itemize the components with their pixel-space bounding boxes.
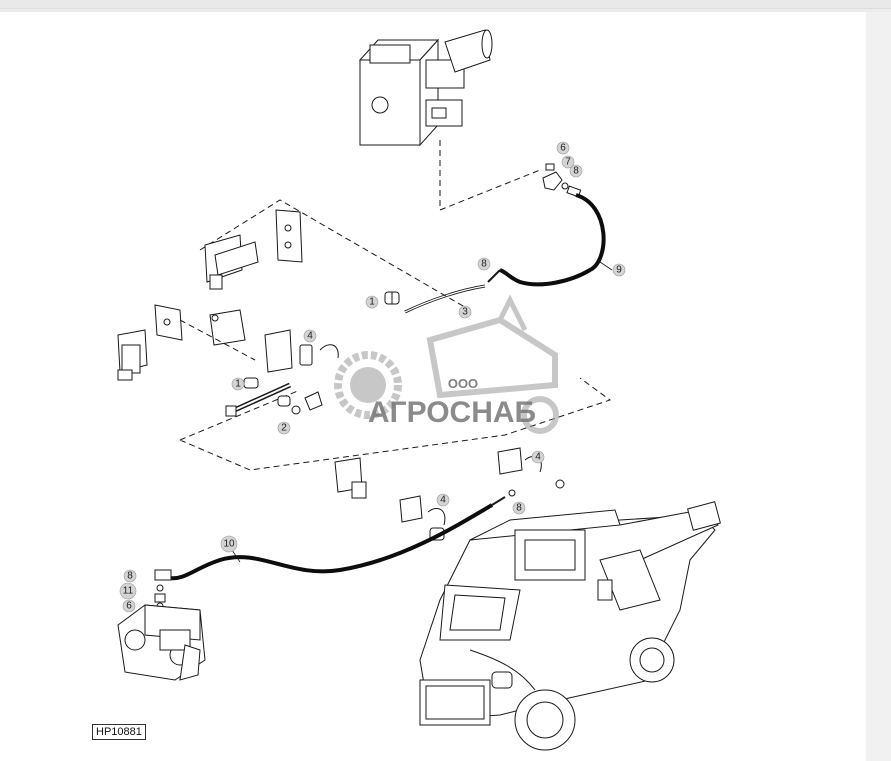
callout-8: 8 bbox=[569, 164, 583, 178]
dashed-outline-upper bbox=[199, 199, 471, 311]
pump-fitting bbox=[431, 107, 447, 119]
callout-bubble bbox=[220, 535, 238, 553]
callout-label: 1 bbox=[369, 297, 375, 308]
right-scroll-strip bbox=[866, 12, 891, 761]
callout-11: 11 bbox=[119, 582, 137, 600]
callout-8: 8 bbox=[123, 569, 137, 583]
callout-label: 4 bbox=[440, 495, 446, 506]
callout-bubble bbox=[512, 501, 526, 515]
reference-code-label: HP10881 bbox=[92, 724, 146, 740]
callout-bubble bbox=[365, 295, 379, 309]
watermark-small-text: ООО bbox=[448, 376, 478, 391]
callout-label: 2 bbox=[281, 423, 287, 434]
callout-10: 10 bbox=[220, 535, 238, 553]
callout-label: 8 bbox=[573, 166, 579, 177]
top-pump-assembly bbox=[358, 29, 493, 147]
callout-label: 8 bbox=[516, 503, 522, 514]
o-ring-8-upper bbox=[561, 182, 569, 190]
callout-label: 9 bbox=[616, 265, 622, 276]
callout-bubble bbox=[123, 569, 137, 583]
tube-3 bbox=[404, 284, 486, 314]
callout-label: 7 bbox=[565, 157, 571, 168]
leader-pump-to-hose bbox=[439, 140, 541, 211]
callout-label: 6 bbox=[560, 143, 566, 154]
callout-label: 4 bbox=[307, 331, 313, 342]
callout-bubble bbox=[231, 377, 245, 391]
callout-label: 6 bbox=[126, 601, 132, 612]
clamp-1-middle bbox=[243, 377, 259, 389]
callout-3: 3 bbox=[458, 305, 472, 319]
right-bracket-cluster bbox=[334, 447, 565, 541]
bracket-plate-a bbox=[275, 209, 303, 263]
pump-shaft-housing bbox=[444, 29, 491, 73]
callout-8: 8 bbox=[512, 501, 526, 515]
callout-bubble bbox=[569, 164, 583, 178]
left-mount-bracket bbox=[117, 304, 183, 381]
callout-bubble bbox=[119, 582, 137, 600]
clamp-2 bbox=[277, 395, 291, 407]
callout-6: 6 bbox=[122, 599, 136, 613]
callout-bubble bbox=[612, 263, 626, 277]
callout-bubble bbox=[277, 421, 291, 435]
clamp-1-upper bbox=[384, 291, 400, 305]
callout-8: 8 bbox=[477, 257, 491, 271]
callout-bubble bbox=[303, 329, 317, 343]
elbow-fitting-7 bbox=[542, 171, 563, 191]
middle-tube-assembly bbox=[225, 377, 323, 417]
callout-bubble bbox=[458, 305, 472, 319]
callout-2: 2 bbox=[277, 421, 291, 435]
bracket-plate-c bbox=[214, 241, 259, 276]
callout-4: 4 bbox=[436, 493, 450, 507]
bracket-foot bbox=[209, 274, 223, 290]
callout-label: 8 bbox=[481, 259, 487, 270]
callout-label: 3 bbox=[462, 307, 468, 318]
callout-bubble bbox=[122, 599, 136, 613]
callout-bubble bbox=[436, 493, 450, 507]
watermark-brand-text: АГРОСНАБ bbox=[368, 396, 536, 429]
pump-flange bbox=[369, 44, 411, 64]
callout-6: 6 bbox=[556, 141, 570, 155]
hose-9-fitting bbox=[487, 269, 501, 283]
callout-bubble bbox=[477, 257, 491, 271]
callout-label: 10 bbox=[223, 539, 235, 550]
pump-body bbox=[359, 59, 421, 146]
callout-bubble bbox=[561, 155, 575, 169]
dashed-outline-lower bbox=[179, 319, 612, 471]
combine-harvester bbox=[419, 501, 721, 751]
callout-bubble bbox=[556, 141, 570, 155]
hose-10 bbox=[169, 503, 494, 581]
callout-1: 1 bbox=[365, 295, 379, 309]
callout-bubble bbox=[531, 450, 545, 464]
callout-label: 8 bbox=[127, 571, 133, 582]
callout-4: 4 bbox=[531, 450, 545, 464]
lower-pump bbox=[117, 604, 206, 681]
pump-shaft-end bbox=[481, 29, 493, 59]
callout-label: 1 bbox=[235, 379, 241, 390]
watermark-logo bbox=[334, 294, 559, 434]
callout-1: 1 bbox=[231, 377, 245, 391]
pump-port bbox=[371, 96, 389, 114]
upper-fittings bbox=[542, 163, 582, 198]
hose-9 bbox=[499, 193, 606, 287]
center-bracket-cluster bbox=[209, 309, 339, 373]
lower-fittings bbox=[154, 569, 172, 610]
callout-4: 4 bbox=[303, 329, 317, 343]
callout-label: 4 bbox=[535, 452, 541, 463]
leader-9 bbox=[599, 261, 613, 271]
callout-label: 11 bbox=[123, 586, 134, 597]
upper-mount-bracket bbox=[204, 209, 303, 290]
callout-7: 7 bbox=[561, 155, 575, 169]
top-bar bbox=[0, 0, 891, 9]
fitting-6-upper bbox=[545, 163, 555, 171]
callout-9: 9 bbox=[612, 263, 626, 277]
